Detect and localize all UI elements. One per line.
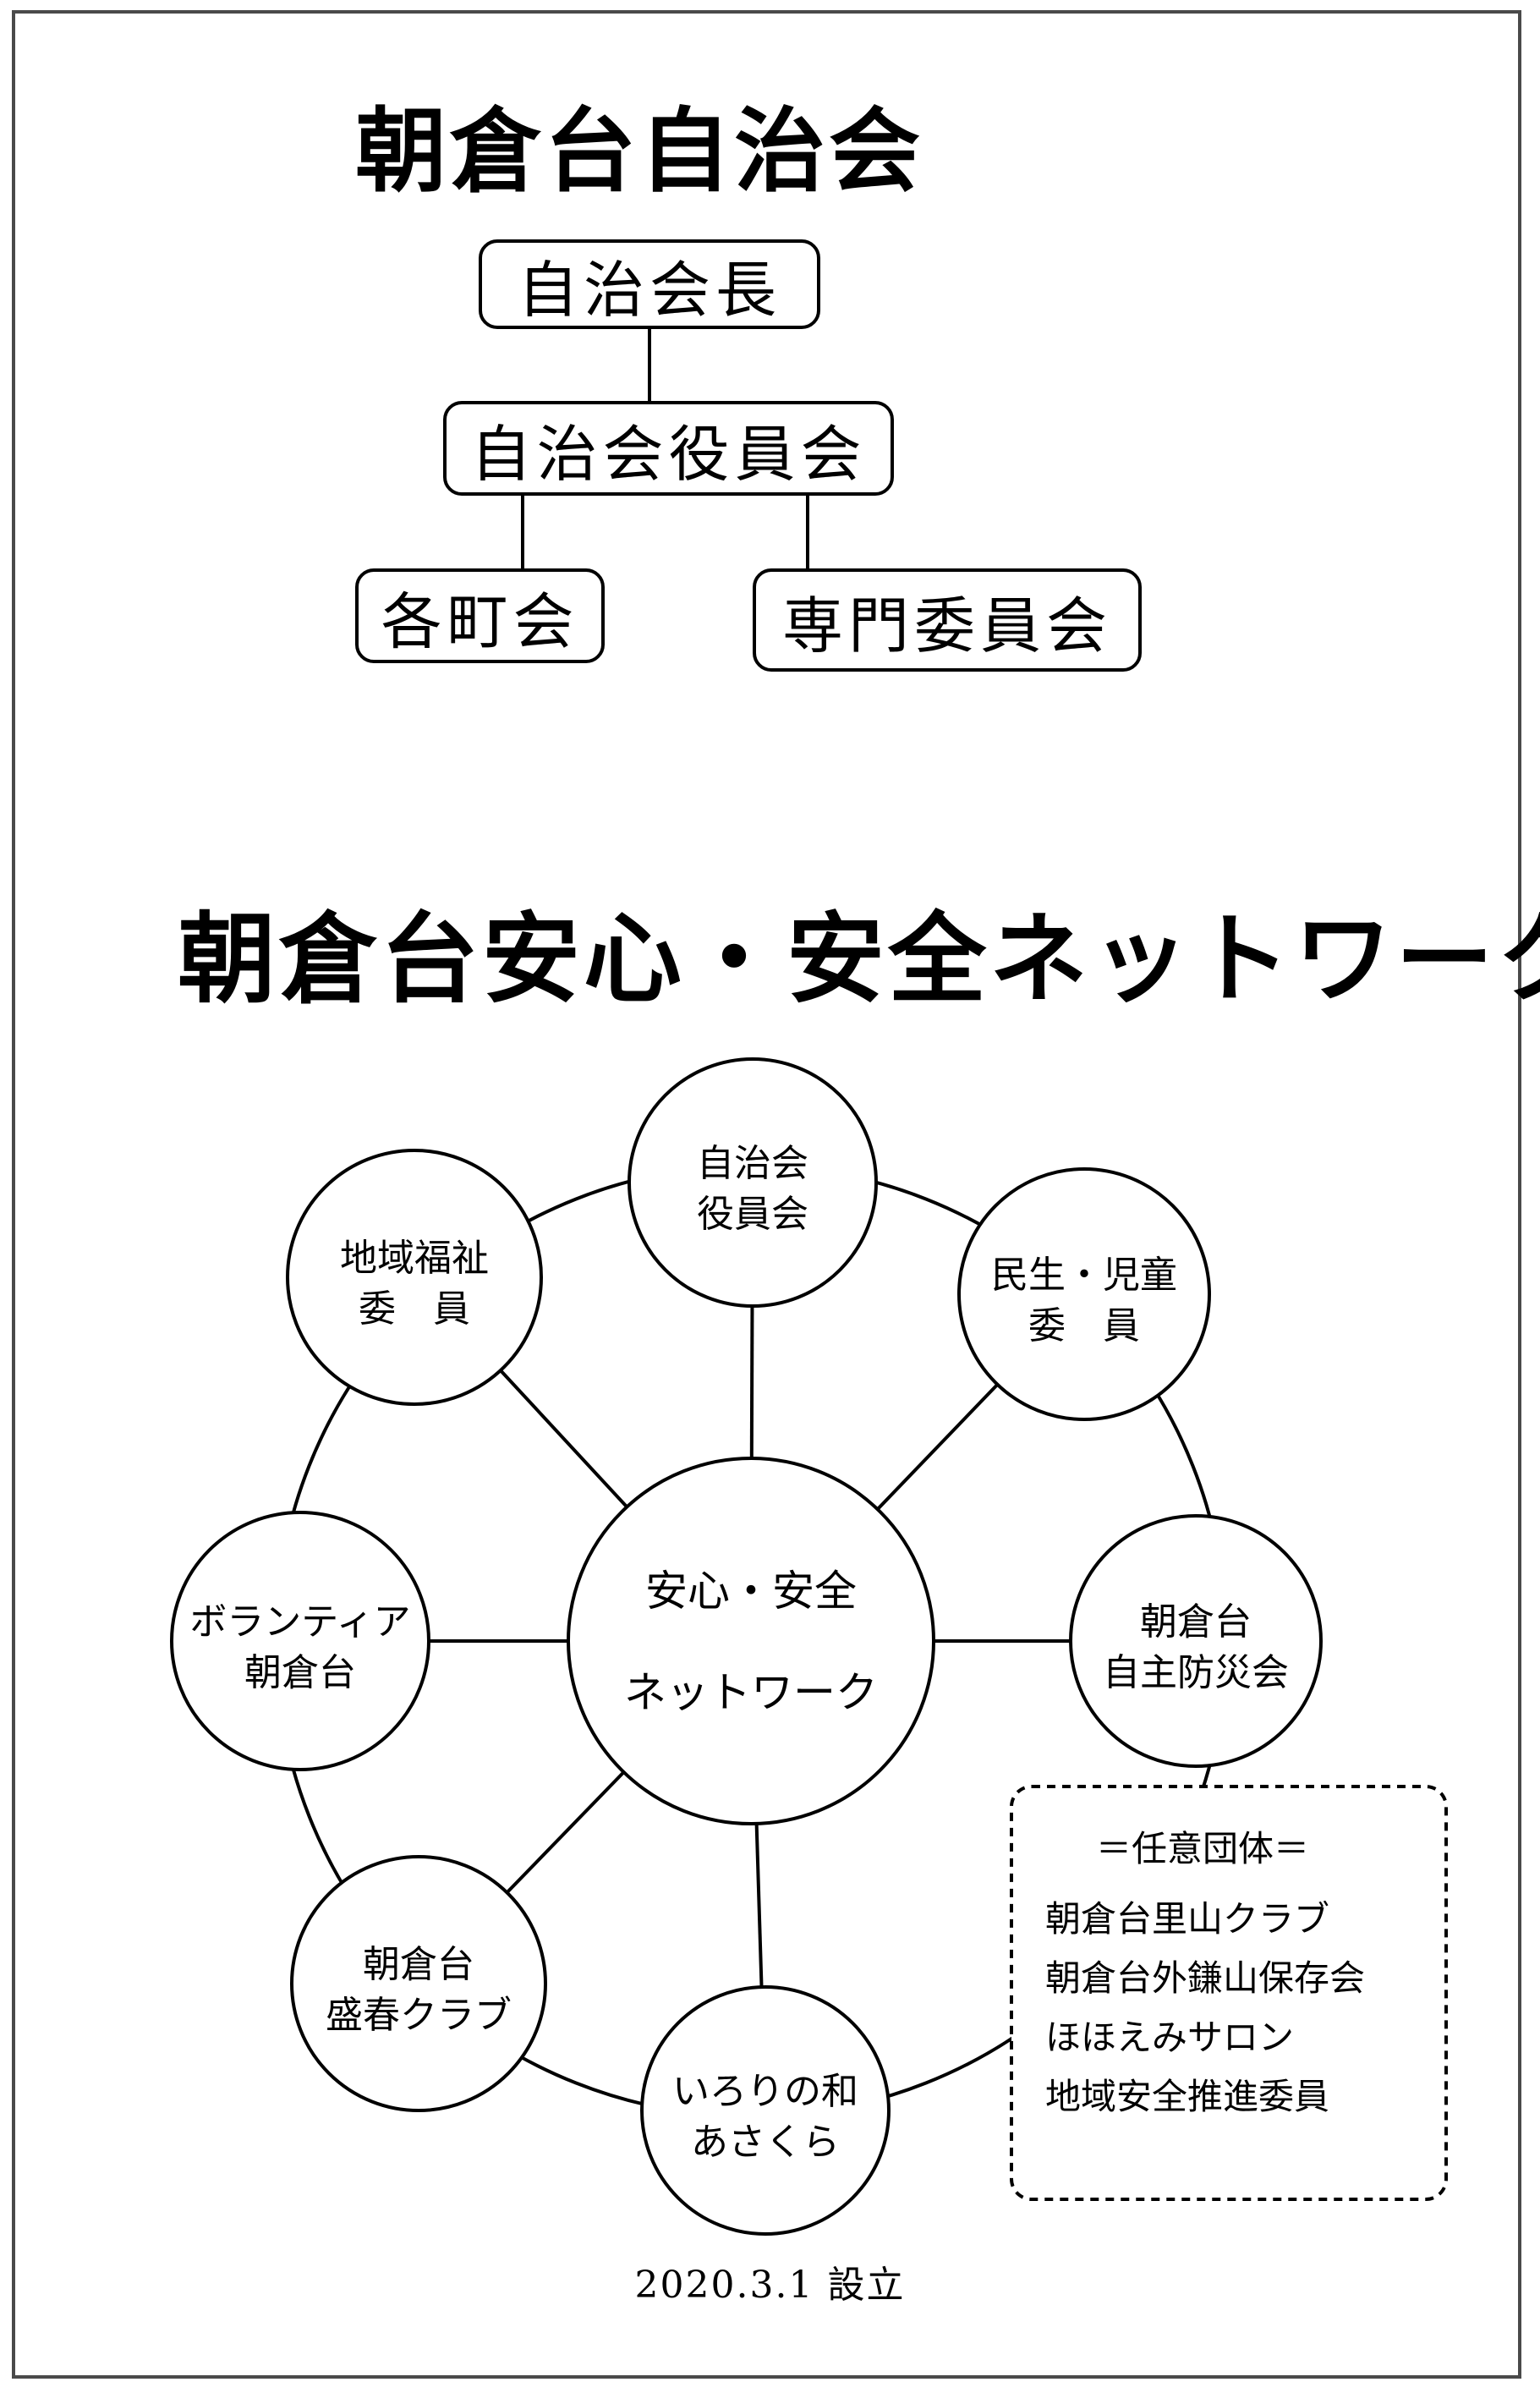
voluntary-group-item: 朝倉台外鎌山保存会 [1045,1957,1365,1999]
board-label: 自治会役員会 [470,418,867,490]
node-disaster-prevention-circle [1069,1514,1323,1768]
node-seishun-club-label-line2: 盛春クラブ [326,1994,512,2037]
org-title: 朝倉台自治会 [355,98,924,205]
spoke-node-irori-no-wa [754,1823,764,1988]
node-volunteer-circle [170,1511,430,1771]
node-irori-no-wa-circle [640,1985,891,2236]
spoke-node-welfare-commissioners [876,1383,999,1511]
node-irori-no-wa-label-line1: いろりの和 [672,2070,858,2113]
node-volunteer-label-line2: 朝倉台 [244,1651,356,1694]
town-associations-label: 各町会 [381,585,579,657]
voluntary-group-item: 朝倉台里山クラブ [1045,1898,1329,1940]
voluntary-groups-heading: ＝任意団体＝ [1096,1828,1309,1869]
node-irori-no-wa-label-line2: あさくら [691,2121,840,2164]
node-community-welfare-label-line1: 地域福祉 [340,1237,489,1280]
president-label: 自治会長 [517,254,781,326]
town-associations-box: 各町会 [355,568,605,663]
spoke-node-community-welfare [499,1369,628,1508]
board-box: 自治会役員会 [443,401,894,496]
node-board-label-line1: 自治会 [697,1142,808,1185]
node-community-welfare-label-line2: 委 員 [359,1287,470,1331]
network-title: 朝倉台安心・安全ネットワーク [178,902,1540,1017]
spoke-node-board [749,1305,754,1459]
founded-date: 2020.3.1 設立 [634,2264,906,2307]
node-volunteer-label-line1: ボランティア [189,1600,410,1644]
node-welfare-commissioners-label-line2: 委 員 [1028,1304,1140,1347]
node-welfare-commissioners-circle [957,1167,1211,1421]
page-border [12,10,1521,2379]
node-board-label-line2: 役員会 [697,1193,808,1236]
spoke-node-seishun-club [506,1770,626,1894]
node-seishun-club-label-line1: 朝倉台 [363,1943,474,1986]
voluntary-group-item: ほほえみサロン [1045,2017,1294,2058]
committees-label: 専門委員会 [781,590,1112,661]
node-board: 自治会役員会 [628,1057,878,1308]
president-box: 自治会長 [479,239,820,329]
center-label-line1: 安心・安全 [645,1567,857,1616]
node-disaster-prevention-label-line2: 自主防災会 [1103,1651,1289,1694]
node-board-circle [628,1057,878,1308]
node-welfare-commissioners-label-line1: 民生・児童 [991,1254,1177,1297]
voluntary-groups-box [1010,1785,1448,2201]
center-circle [567,1457,935,1825]
center-label-line2: ネットワーク [624,1668,878,1717]
node-seishun-club-circle [290,1855,547,2112]
node-disaster-prevention-label-line1: 朝倉台 [1140,1600,1252,1644]
node-community-welfare-circle [286,1149,543,1406]
node-welfare-commissioners: 民生・児童委 員 [957,1167,1211,1421]
voluntary-group-item: 地域安全推進委員 [1045,2076,1329,2117]
committees-box: 専門委員会 [753,568,1142,672]
